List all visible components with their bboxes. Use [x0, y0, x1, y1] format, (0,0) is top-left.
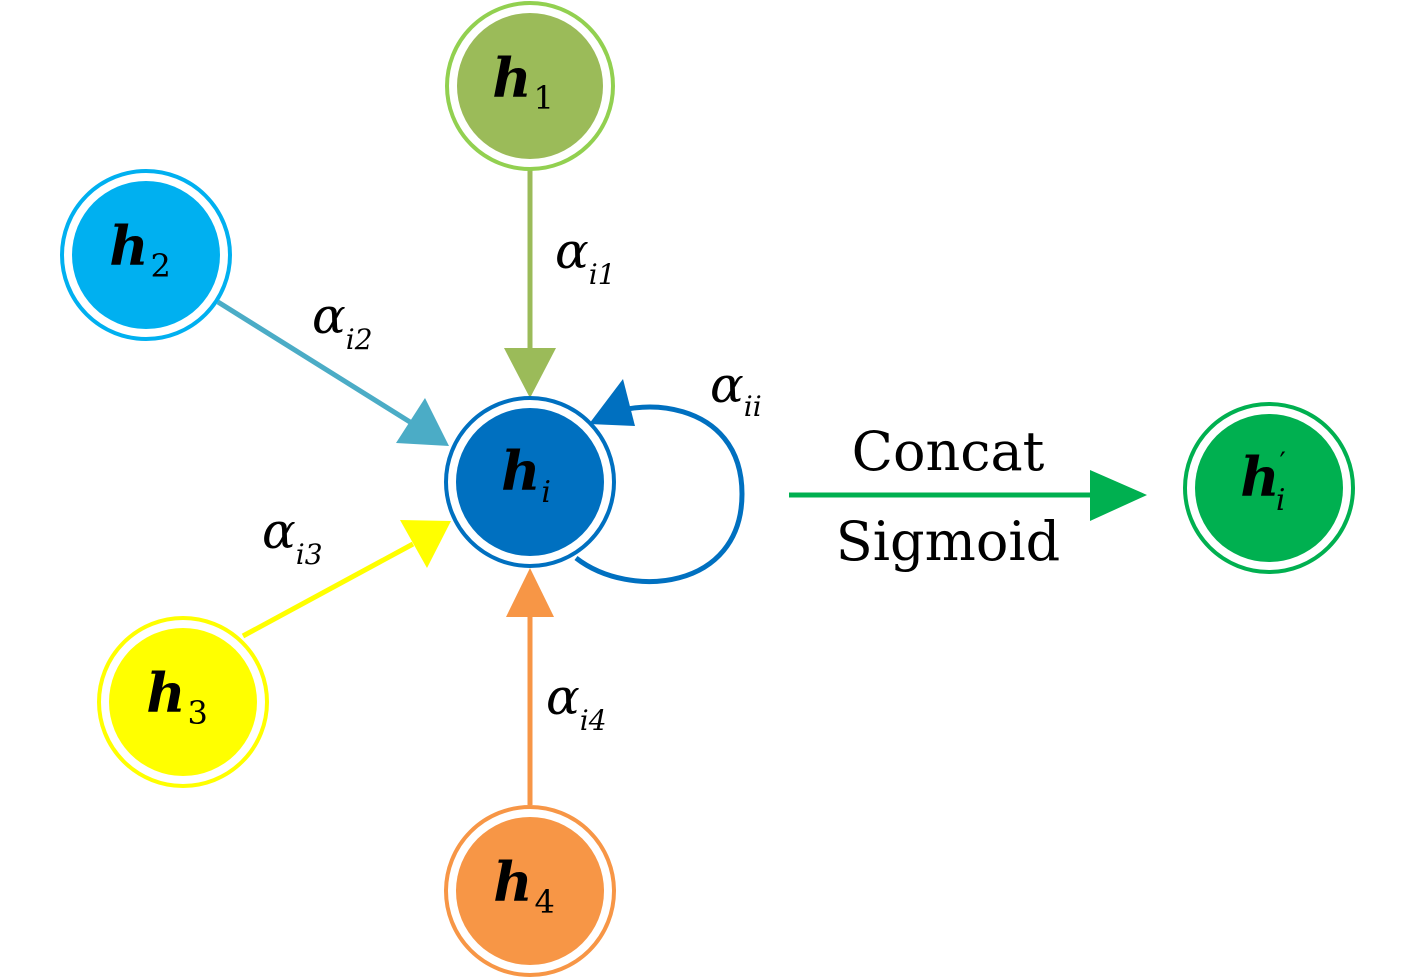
weight-label-ii: αii [710, 356, 762, 423]
node-output-subscript: i [1276, 483, 1286, 518]
node-h1-subscript: 1 [533, 79, 553, 117]
node-h2-base: h [109, 214, 148, 278]
operation-sigmoid-label: Sigmoid [836, 510, 1060, 573]
node-h4: h4 [444, 805, 616, 977]
edge-h3-to-hi [241, 520, 451, 639]
weight-i4-subscript: i4 [580, 704, 607, 737]
svg-text:hi: hi [501, 439, 551, 510]
weight-label-i4: αi4 [546, 668, 607, 737]
node-h1: h1 [445, 1, 615, 171]
node-h2-subscript: 2 [150, 247, 170, 285]
svg-text:h1: h1 [492, 46, 554, 117]
weight-i2-alpha: α [312, 287, 346, 345]
weight-label-i2: αi2 [312, 287, 373, 356]
weight-i3-alpha: α [262, 502, 296, 560]
node-h3: h3 [97, 616, 269, 788]
edge-self-loop [574, 379, 745, 585]
weight-i2-subscript: i2 [346, 323, 373, 356]
node-h2: h2 [60, 169, 232, 341]
operation-concat-label: Concat [852, 420, 1045, 483]
edge-h2-to-hi [216, 299, 449, 446]
weight-label-i3: αi3 [262, 502, 323, 571]
node-h4-subscript: 4 [534, 883, 554, 921]
svg-text:h′i: h′ i [1240, 445, 1286, 518]
weight-label-i1: αi1 [555, 222, 616, 291]
weight-ii-subscript: ii [744, 390, 762, 423]
node-hi-subscript: i [541, 475, 551, 510]
node-h3-subscript: 3 [187, 694, 207, 732]
svg-text:h3: h3 [146, 661, 208, 732]
node-output-prime: ′ [1279, 446, 1285, 479]
edge-h1-to-hi [504, 170, 556, 398]
weight-ii-alpha: α [710, 356, 744, 414]
weight-i3-subscript: i3 [296, 538, 323, 571]
node-h1-base: h [492, 46, 531, 110]
weight-i4-alpha: α [546, 668, 580, 726]
svg-text:h4: h4 [493, 850, 555, 921]
node-h3-base: h [146, 661, 185, 725]
weight-i1-subscript: i1 [589, 258, 616, 291]
node-output: h′ i [1183, 402, 1355, 574]
node-hi: hi [444, 396, 616, 568]
weight-i1-alpha: α [555, 222, 589, 280]
edge-h4-to-hi [506, 568, 554, 805]
node-output-base: h [1240, 445, 1279, 509]
svg-text:h2: h2 [109, 214, 171, 285]
node-hi-base: h [501, 439, 540, 503]
edge-output [789, 470, 1147, 521]
node-h4-base: h [493, 850, 532, 914]
